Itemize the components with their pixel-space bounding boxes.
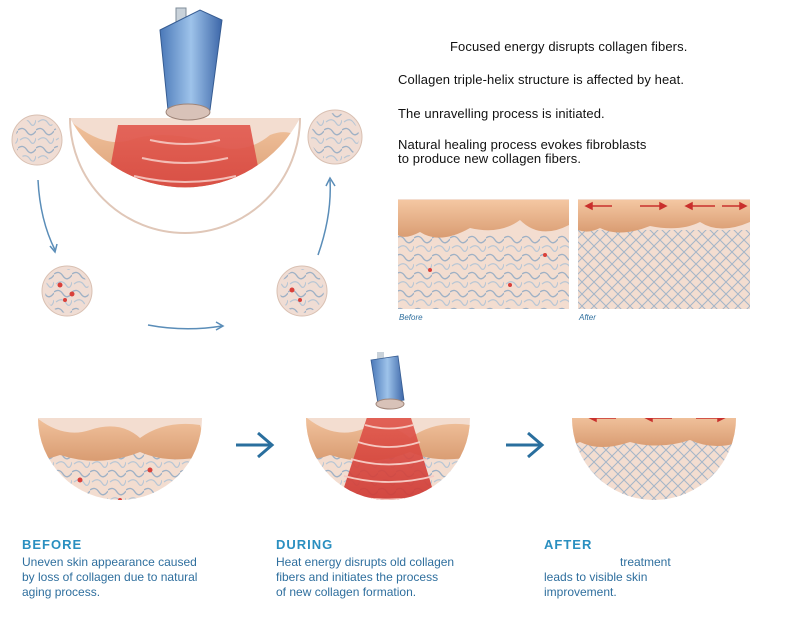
stage-after: AFTER treatment leads to visible skin im… [544,537,671,600]
step-text-4a: Natural healing process evokes fibroblas… [398,137,647,152]
stage-after-title: AFTER [544,537,593,552]
before-skin-illustration [38,418,202,500]
stage-before-line-2: by loss of collagen due to natural [22,570,198,584]
device-handpiece-bottom [370,352,405,410]
stage-during-line-1: Heat energy disrupts old collagen [276,555,455,569]
cycle-circle-3 [276,265,328,317]
stage-after-line-3: improvement. [544,585,617,599]
stage-before-line-1: Uneven skin appearance caused [22,555,197,569]
after-panel-label: After [579,313,596,322]
stage-during-line-2: fibers and initiates the process [276,570,439,584]
comparison-before-panel [398,199,569,309]
progress-arrow-1 [236,431,275,459]
comparison-after-panel [578,199,750,309]
stage-during-line-3: of new collagen formation. [276,585,417,599]
device-handpiece-top [159,7,223,121]
main-skin-cross-section [69,117,301,234]
after-skin-illustration [572,418,736,500]
step-text-2: Collagen triple-helix structure is affec… [398,72,685,87]
stage-before-title: BEFORE [22,537,83,552]
step-text-4b: to produce new collagen fibers. [398,151,582,166]
stage-before: BEFORE Uneven skin appearance caused by … [22,537,197,600]
stage-after-line-2: leads to visible skin [544,570,648,584]
during-skin-illustration [306,418,470,500]
stage-before-line-3: aging process. [22,585,101,599]
cycle-circle-1 [11,114,63,166]
cycle-arrows [37,176,336,331]
cycle-circle-2 [41,265,93,317]
step-text-1: Focused energy disrupts collagen fibers. [450,39,688,54]
stage-during-title: DURING [276,537,334,552]
step-text-3: The unravelling process is initiated. [398,106,605,121]
before-panel-label: Before [399,313,423,322]
stage-after-line-1: treatment [620,555,671,569]
cycle-circle-4 [307,109,363,165]
progress-arrow-2 [506,431,545,459]
stage-during: DURING Heat energy disrupts old collagen… [276,537,454,600]
